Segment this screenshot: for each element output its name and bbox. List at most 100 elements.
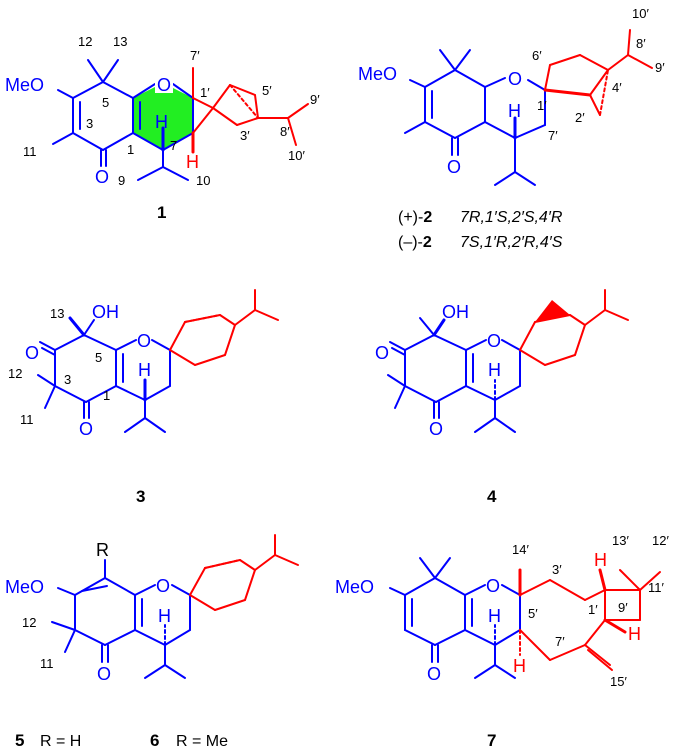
svg-text:3: 3	[64, 372, 71, 387]
terpene-part	[518, 568, 661, 671]
c2-plus-line: (+)-2	[398, 209, 432, 226]
svg-text:2′: 2′	[575, 110, 585, 125]
c2-stereo-descriptors: (+)-2 7R,1′S,2′S,4′R (–)-2 7S,1′R,2′R,4′…	[398, 209, 563, 251]
svg-text:12′: 12′	[652, 533, 669, 548]
terpene-part	[191, 67, 309, 154]
c1-locants: 12 13 5 3 11 1 7 9 10 7′ 1′ 5′ 3′ 8′ 9′ …	[23, 34, 320, 188]
compound-3-label: 3	[136, 487, 145, 506]
svg-text:12: 12	[78, 34, 92, 49]
compound-6-r-equals: R = Me	[176, 733, 228, 750]
c2-minus-line: (–)-2	[398, 234, 432, 251]
svg-text:10′: 10′	[288, 148, 305, 163]
c5-locants: 12 11	[22, 615, 54, 671]
c2-plus-config: 7R,1′S,2′S,4′R	[460, 209, 563, 226]
compound-3	[37, 289, 279, 433]
c3-locants: 13 5 12 3 1 11	[8, 306, 110, 427]
svg-text:11: 11	[40, 656, 54, 671]
svg-text:1′: 1′	[537, 98, 547, 113]
svg-text:5′: 5′	[528, 606, 538, 621]
svg-text:9′: 9′	[310, 92, 320, 107]
svg-text:1′: 1′	[588, 602, 598, 617]
c1-ring-oxygen: O	[157, 75, 171, 95]
svg-text:10′: 10′	[632, 6, 649, 21]
c7-hydrogen-5p: H	[513, 656, 526, 676]
quinone-ring	[404, 49, 546, 186]
svg-text:7: 7	[170, 138, 177, 153]
svg-text:7′: 7′	[548, 128, 558, 143]
c7-ring-oxygen: O	[486, 576, 500, 596]
highlighted-ring	[133, 83, 193, 150]
c7-methoxy: MeO	[335, 577, 374, 597]
c1-hydrogen-7: H	[155, 112, 168, 132]
compound-1-label: 1	[157, 203, 166, 222]
compound-5-6	[51, 534, 299, 679]
svg-text:6′: 6′	[532, 48, 542, 63]
c5-hydrogen: H	[158, 606, 171, 626]
compound-2	[404, 29, 653, 186]
c5-carbonyl-oxygen: O	[97, 664, 111, 684]
compound-1	[52, 59, 309, 181]
terpene-part	[543, 29, 653, 116]
compound-7	[389, 557, 661, 679]
dione-ring	[387, 317, 521, 433]
c4-carbonyl-oxygen: O	[429, 419, 443, 439]
c4-hydrogen: H	[488, 360, 501, 380]
svg-text:12: 12	[22, 615, 36, 630]
svg-text:3′: 3′	[240, 128, 250, 143]
quinone-ring	[389, 557, 521, 679]
c3-hydrogen: H	[138, 360, 151, 380]
c2-hydrogen: H	[508, 101, 521, 121]
compound-6-label: 6	[150, 731, 159, 750]
terpene-part	[519, 289, 629, 366]
svg-text:1: 1	[127, 142, 134, 157]
svg-text:13: 13	[113, 34, 127, 49]
wedge-cyclopropane	[535, 300, 570, 322]
quinone-ring	[52, 59, 194, 181]
compound-4-label: 4	[487, 487, 497, 506]
svg-text:8′: 8′	[280, 124, 290, 139]
c2-methoxy: MeO	[358, 64, 397, 84]
svg-text:9: 9	[118, 173, 125, 188]
c3-ring-oxygen: O	[137, 331, 151, 351]
svg-text:5: 5	[102, 95, 109, 110]
svg-text:9′: 9′	[618, 600, 628, 615]
svg-text:15′: 15′	[610, 674, 627, 689]
svg-text:11: 11	[20, 412, 34, 427]
c1-methoxy: MeO	[5, 75, 44, 95]
svg-text:7′: 7′	[190, 48, 200, 63]
svg-text:1: 1	[103, 388, 110, 403]
svg-text:10: 10	[196, 173, 210, 188]
c2-locants: 6′ 10′ 8′ 9′ 1′ 4′ 2′ 7′	[532, 6, 665, 143]
c1-carbonyl-oxygen: O	[95, 167, 109, 187]
svg-text:3: 3	[86, 116, 93, 131]
compound-5-r-equals: R = H	[40, 733, 81, 750]
c3-ketone-oxygen: O	[25, 343, 39, 363]
svg-text:13′: 13′	[612, 533, 629, 548]
svg-text:5′: 5′	[262, 83, 272, 98]
c5-ring-oxygen: O	[156, 576, 170, 596]
svg-text:1′: 1′	[200, 85, 210, 100]
svg-text:12: 12	[8, 366, 22, 381]
c1-hydrogen-2p: H	[186, 152, 199, 172]
terpene-part	[169, 289, 279, 366]
terpene-part	[189, 534, 299, 611]
svg-text:4′: 4′	[612, 80, 622, 95]
c7-hydrogen-7: H	[488, 606, 501, 626]
c3-hydroxyl: OH	[92, 302, 119, 322]
svg-text:3′: 3′	[552, 562, 562, 577]
c2-ring-oxygen: O	[508, 69, 522, 89]
compound-5-label: 5	[15, 731, 24, 750]
svg-text:5: 5	[95, 350, 102, 365]
dione-ring	[37, 316, 171, 433]
c4-ketone-oxygen: O	[375, 343, 389, 363]
compound-4	[387, 289, 629, 433]
c2-carbonyl-oxygen: O	[447, 157, 461, 177]
c7-carbonyl-oxygen: O	[427, 664, 441, 684]
quinone-ring	[51, 559, 191, 679]
compound-7-label: 7	[487, 731, 496, 750]
svg-text:7′: 7′	[555, 634, 565, 649]
svg-text:14′: 14′	[512, 542, 529, 557]
svg-text:13: 13	[50, 306, 64, 321]
c2-minus-config: 7S,1′R,2′R,4′S	[460, 234, 563, 251]
